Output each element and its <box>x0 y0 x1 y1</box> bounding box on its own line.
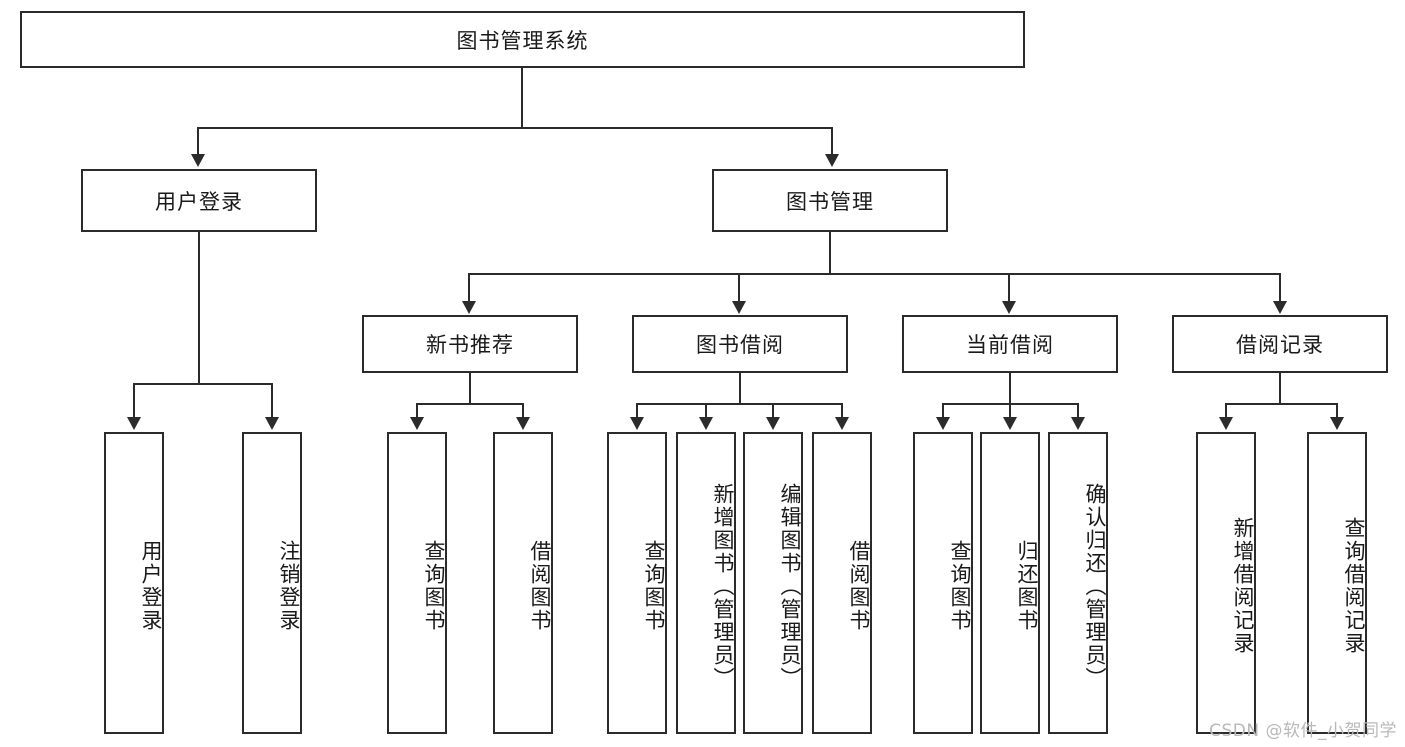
node-label: 确认归还（管理员） <box>1083 482 1107 690</box>
edge-book-borrow-stem <box>739 373 741 404</box>
watermark: CSDN @软件_小贺同学 <box>1209 721 1397 741</box>
arrow-bb-to-leaf-1 <box>630 417 644 430</box>
edge-bb-to-leaf-3 <box>772 403 774 419</box>
edge-bm-to-new-book <box>468 273 470 303</box>
node-leaf-add-book-admin[interactable]: 新增图书（管理员） <box>676 432 736 734</box>
node-label: 借阅图书 <box>528 540 552 632</box>
arrow-br-to-leaf-1 <box>1219 417 1233 430</box>
edge-root-bus <box>197 127 833 129</box>
node-borrow-record[interactable]: 借阅记录 <box>1172 315 1388 373</box>
edge-root-to-user-login <box>197 127 199 156</box>
edge-bm-to-borrow-record <box>1279 273 1281 303</box>
edge-book-management-bus <box>468 273 1280 275</box>
node-book-borrow[interactable]: 图书借阅 <box>632 315 848 373</box>
node-label: 新增图书（管理员） <box>711 482 735 690</box>
edge-user-login-to-leaf-2 <box>271 383 273 419</box>
edge-user-login-bus <box>133 383 273 385</box>
edge-root-stem <box>521 68 523 128</box>
node-leaf-query-book-new[interactable]: 查询图书 <box>387 432 447 734</box>
edge-cb-to-leaf-1 <box>942 403 944 419</box>
arrow-bm-to-current-borrow <box>1002 301 1016 314</box>
arrow-new-book-to-leaf-1 <box>410 417 424 430</box>
node-label: 当前借阅 <box>966 333 1054 357</box>
edge-new-book-to-leaf-1 <box>416 403 418 419</box>
node-label: 编辑图书（管理员） <box>778 482 802 690</box>
node-leaf-user-login[interactable]: 用户登录 <box>104 432 164 734</box>
node-label: 查询图书 <box>642 540 666 632</box>
edge-current-borrow-stem <box>1009 373 1011 404</box>
arrow-user-login-to-leaf-2 <box>265 417 279 430</box>
node-label: 图书管理 <box>786 189 874 214</box>
node-leaf-return-book[interactable]: 归还图书 <box>980 432 1040 734</box>
edge-new-book-bus <box>416 403 524 405</box>
edge-br-to-leaf-1 <box>1225 403 1227 419</box>
node-label: 用户登录 <box>139 540 163 632</box>
node-label: 归还图书 <box>1015 540 1039 632</box>
edge-cb-to-leaf-3 <box>1077 403 1079 419</box>
node-leaf-query-book-borrow[interactable]: 查询图书 <box>607 432 667 734</box>
edge-borrow-record-stem <box>1279 373 1281 404</box>
edge-new-book-to-leaf-2 <box>522 403 524 419</box>
edge-borrow-record-bus <box>1225 403 1338 405</box>
edge-bm-to-book-borrow <box>738 273 740 303</box>
node-leaf-query-borrow-record[interactable]: 查询借阅记录 <box>1307 432 1367 734</box>
node-label: 图书管理系统 <box>456 28 589 53</box>
node-label: 借阅记录 <box>1236 333 1324 357</box>
node-leaf-borrow-book-new[interactable]: 借阅图书 <box>493 432 553 734</box>
arrow-cb-to-leaf-3 <box>1071 417 1085 430</box>
arrow-user-login-to-leaf-1 <box>127 417 141 430</box>
arrow-root-to-book-management <box>825 154 839 167</box>
node-label: 注销登录 <box>277 540 301 632</box>
edge-root-to-book-management <box>831 127 833 156</box>
edge-cb-to-leaf-2 <box>1009 403 1011 419</box>
edge-new-book-stem <box>469 373 471 404</box>
edge-book-borrow-bus <box>636 403 842 405</box>
arrow-bb-to-leaf-4 <box>835 417 849 430</box>
arrow-root-to-user-login <box>191 154 205 167</box>
edge-bm-to-current-borrow <box>1008 273 1010 303</box>
node-current-borrow[interactable]: 当前借阅 <box>902 315 1118 373</box>
arrow-bb-to-leaf-2 <box>699 417 713 430</box>
node-label: 图书借阅 <box>696 333 784 357</box>
edge-bb-to-leaf-1 <box>636 403 638 419</box>
arrow-new-book-to-leaf-2 <box>516 417 530 430</box>
node-book-management[interactable]: 图书管理 <box>712 169 948 232</box>
node-leaf-add-borrow-record[interactable]: 新增借阅记录 <box>1196 432 1256 734</box>
edge-br-to-leaf-2 <box>1336 403 1338 419</box>
node-label: 查询借阅记录 <box>1342 517 1366 655</box>
node-leaf-confirm-return-admin[interactable]: 确认归还（管理员） <box>1048 432 1108 734</box>
node-leaf-query-book-current[interactable]: 查询图书 <box>913 432 973 734</box>
edge-user-login-stem <box>198 232 200 384</box>
node-label: 查询图书 <box>948 540 972 632</box>
arrow-cb-to-leaf-1 <box>936 417 950 430</box>
edge-bb-to-leaf-2 <box>705 403 707 419</box>
node-leaf-borrow-book[interactable]: 借阅图书 <box>812 432 872 734</box>
edge-user-login-to-leaf-1 <box>133 383 135 419</box>
node-label: 新书推荐 <box>426 333 514 357</box>
node-label: 用户登录 <box>155 189 243 214</box>
arrow-bb-to-leaf-3 <box>766 417 780 430</box>
node-label: 借阅图书 <box>847 540 871 632</box>
arrow-bm-to-new-book <box>462 301 476 314</box>
arrow-bm-to-borrow-record <box>1273 301 1287 314</box>
arrow-br-to-leaf-2 <box>1330 417 1344 430</box>
node-user-login[interactable]: 用户登录 <box>81 169 317 232</box>
node-label: 新增借阅记录 <box>1231 517 1255 655</box>
arrow-bm-to-book-borrow <box>732 301 746 314</box>
node-root-book-management-system[interactable]: 图书管理系统 <box>20 11 1025 68</box>
node-new-book-recommend[interactable]: 新书推荐 <box>362 315 578 373</box>
edge-bb-to-leaf-4 <box>841 403 843 419</box>
edge-book-management-stem <box>829 232 831 274</box>
arrow-cb-to-leaf-2 <box>1003 417 1017 430</box>
node-label: 查询图书 <box>422 540 446 632</box>
node-leaf-logout[interactable]: 注销登录 <box>242 432 302 734</box>
node-leaf-edit-book-admin[interactable]: 编辑图书（管理员） <box>743 432 803 734</box>
